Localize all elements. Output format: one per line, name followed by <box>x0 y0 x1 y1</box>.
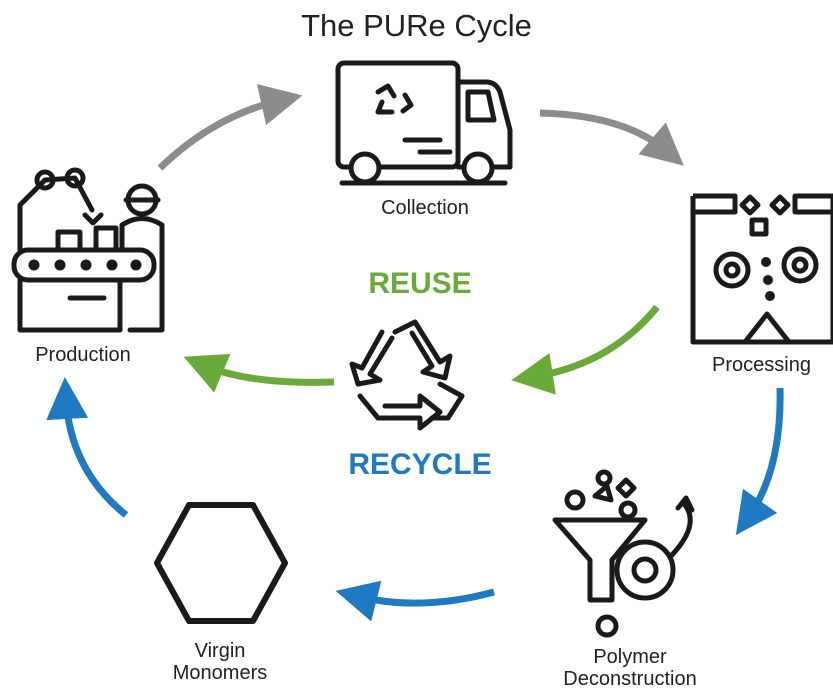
factory-robot-worker-icon <box>11 167 165 333</box>
arrow-processing-to-polymer <box>735 387 784 536</box>
crusher-machine-icon <box>690 193 833 345</box>
hexagon-icon <box>154 502 288 624</box>
arrow-center-to-production <box>183 353 335 393</box>
stage-label-polymer-line2: Deconstruction <box>563 668 697 690</box>
stage-label-polymer-line1: Polymer <box>593 646 667 668</box>
recycling-truck-icon <box>335 60 513 186</box>
stage-label-virgin-monomers: Virgin Monomers <box>110 640 330 684</box>
arrow-collection-to-processing <box>539 109 684 166</box>
funnel-gear-icon <box>552 469 695 638</box>
recycle-symbol-icon <box>349 319 465 431</box>
stage-label-virgin-line1: Virgin <box>194 640 246 662</box>
arrow-virgin-to-production <box>46 377 129 518</box>
stage-label-collection: Collection <box>381 197 469 219</box>
stage-label-polymer-deconstruction: Polymer Deconstruction <box>520 646 740 690</box>
stage-label-virgin-line2: Monomers <box>172 662 268 684</box>
arrow-production-to-collection <box>157 84 303 171</box>
arrow-polymer-to-virgin <box>335 580 495 622</box>
stage-label-production: Production <box>35 344 131 366</box>
reuse-label: REUSE <box>368 267 472 300</box>
diagram-title: The PURe Cycle <box>301 8 532 43</box>
stage-label-processing: Processing <box>712 354 811 376</box>
arrow-processing-to-center <box>511 304 660 395</box>
recycle-label: RECYCLE <box>348 448 492 481</box>
